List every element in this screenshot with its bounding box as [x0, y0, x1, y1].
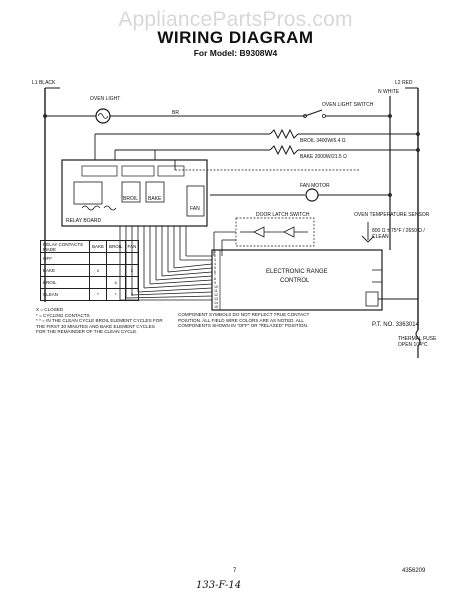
fan-motor-label: FAN MOTOR	[300, 183, 330, 189]
legend-cycling: * = CYCLING CONTACTS	[36, 312, 90, 318]
table-row: CLEAN * * x	[40, 288, 140, 301]
thermal-fuse-label: THERMAL FUSE OPEN 104°C	[398, 336, 437, 348]
table-header-row: RELAY CONTACTS MADE BAKE BROIL FAN	[40, 240, 140, 253]
oven-temp-sensor	[361, 235, 375, 243]
fan-cell	[124, 276, 140, 289]
n-white-label: N WHITE	[378, 89, 400, 95]
page-number: 7	[233, 568, 237, 574]
bake-cell: *	[88, 288, 108, 301]
table-header: RELAY CONTACTS MADE	[40, 240, 90, 253]
pin-number: 12	[214, 292, 218, 297]
relay-contacts-table: RELAY CONTACTS MADE BAKE BROIL FAN OFF B…	[40, 240, 140, 301]
fan-motor	[305, 188, 319, 202]
broil-cell: x	[106, 276, 126, 289]
pin-number: 3	[214, 257, 216, 262]
sensor-spec-label: 800 Ω ± 75°F / 2650 Ω / CLEAN	[372, 228, 425, 240]
bake-element	[269, 144, 299, 156]
oven-temp-sensor-label: OVEN TEMPERATURE SENSOR	[354, 212, 430, 218]
document-number: 4356209	[402, 568, 426, 574]
watermark: AppliancePartsPros.com	[118, 8, 353, 31]
pin-number: 1	[214, 250, 216, 254]
broil-cell	[106, 264, 126, 277]
br-wire-label: BR	[172, 110, 179, 116]
pin-number: 4	[214, 261, 216, 266]
bake-label: BAKE 2000W/21.5 Ω	[300, 154, 347, 160]
legend-notes: X = CLOSED * = CYCLING CONTACTS * * = IN…	[36, 307, 164, 335]
bake-cell	[88, 276, 108, 289]
l2-red-label: L2 RED	[395, 80, 413, 86]
door-latch-switch-label: DOOR LATCH SWITCH	[256, 212, 310, 218]
handwritten-note: 133-F-14	[196, 580, 242, 591]
pin-number: 15	[214, 304, 218, 309]
broil-cell: *	[106, 288, 126, 301]
table-row: BROIL x	[40, 276, 140, 289]
bake-cell: x	[88, 264, 108, 277]
broil-element	[269, 128, 299, 140]
control-label-line1: ELECTRONIC RANGE	[266, 269, 328, 275]
legend-clean-cycle: * * = IN THE CLEAN CYCLE BROIL ELEMENT C…	[36, 318, 163, 334]
l1-black-label: L1 BLACK	[32, 80, 56, 86]
pin-number: 7	[214, 273, 216, 278]
table-header: BAKE	[88, 240, 108, 253]
pin-number: 11	[214, 289, 218, 294]
pin-number: 8	[214, 277, 216, 282]
fan-cell	[124, 252, 140, 265]
mode-cell: CLEAN	[40, 288, 90, 301]
diagram-title: WIRING DIAGRAM	[157, 28, 314, 47]
fan-cell: x	[124, 264, 140, 277]
relay-board	[61, 159, 208, 227]
component-note: COMPONENT SYMBOLS DO NOT REFLECT TRUE CO…	[178, 312, 310, 328]
pin-number: 5	[214, 265, 216, 270]
pin-number: 9	[214, 281, 216, 286]
relay-fan-label: FAN	[190, 206, 200, 212]
mode-cell: OFF	[40, 252, 90, 265]
pin-number: 2	[214, 253, 216, 258]
part-number: P.T. NO. 3363014	[372, 322, 419, 328]
oven-light-switch	[304, 109, 323, 117]
connector-pin-numbers: 1 2 3 4 5 6 7 8 9 10 11 12 13 14 15	[214, 250, 218, 310]
broil-label: BROIL 3400W/6.4 Ω	[300, 138, 346, 144]
relay-broil-label: BROIL	[123, 196, 139, 202]
mode-cell: BAKE	[40, 264, 90, 277]
table-row: BAKE x x	[40, 264, 140, 277]
mode-cell: BROIL	[40, 276, 90, 289]
table-header: FAN	[124, 240, 140, 253]
relay-board-label: RELAY BOARD	[66, 218, 102, 224]
legend-closed: X = CLOSED	[36, 307, 64, 312]
control-label-line2: CONTROL	[280, 278, 310, 284]
thermal-fuse	[415, 329, 421, 347]
model-label: For Model: B9308W4	[193, 48, 278, 58]
oven-light-switch-label: OVEN LIGHT SWITCH	[322, 102, 374, 108]
relay-bake-label: BAKE	[148, 196, 162, 202]
oven-light-label: OVEN LIGHT	[90, 96, 121, 102]
broil-cell	[106, 252, 126, 265]
table-header: BROIL	[106, 240, 126, 253]
fan-cell: x	[124, 288, 140, 301]
table-row: OFF	[40, 252, 140, 265]
bake-cell	[88, 252, 108, 265]
pin-number: 6	[214, 269, 216, 274]
pin-number: 14	[214, 300, 218, 305]
pin-number: 10	[214, 285, 218, 290]
pin-number: 13	[214, 296, 218, 301]
